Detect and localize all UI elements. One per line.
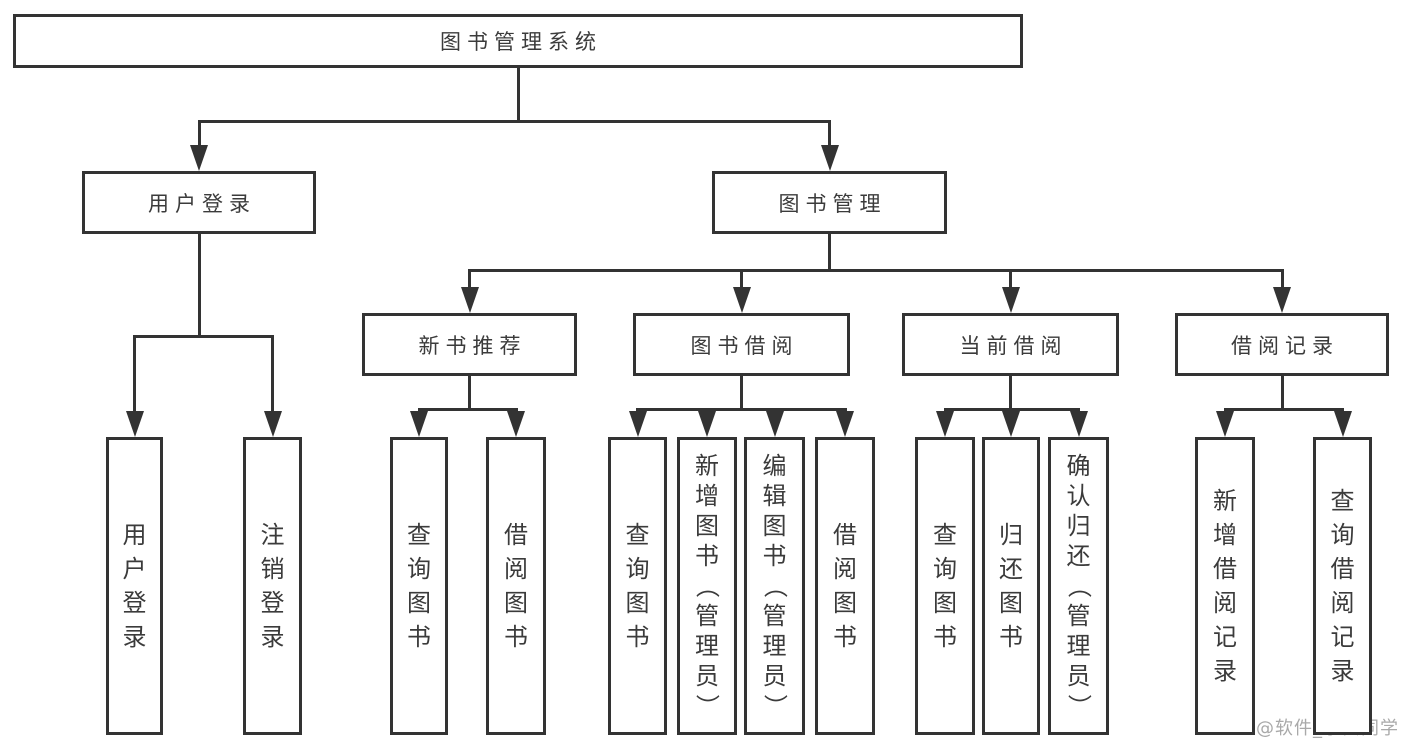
connector-line	[516, 68, 520, 123]
connector-line	[943, 408, 947, 411]
connector-line	[417, 408, 518, 411]
connector-line	[1280, 269, 1284, 287]
connector-line	[705, 408, 709, 411]
node-leaf-add-record: 新增借阅记录	[1195, 437, 1255, 735]
arrowhead-down-icon	[1001, 287, 1020, 313]
node-leaf-query-record: 查询借阅记录	[1313, 437, 1372, 735]
node-leaf-query-book-2: 查询图书	[608, 437, 667, 735]
connector-line	[133, 335, 274, 338]
arrowhead-down-icon	[1069, 411, 1088, 437]
arrowhead-down-icon	[125, 411, 144, 437]
node-label: 编辑图书（管理员）	[760, 452, 789, 718]
node-label: 归还图书	[999, 521, 1023, 651]
arrowhead-down-icon	[1002, 411, 1020, 437]
node-leaf-query-book-3: 查询图书	[915, 437, 975, 735]
node-label: 当前借阅	[959, 333, 1068, 358]
connector-line	[1077, 408, 1080, 411]
connector-line	[1009, 408, 1013, 411]
connector-line	[197, 120, 831, 123]
node-leaf-query-book-1: 查询图书	[390, 437, 448, 735]
node-borrow-records: 借阅记录	[1175, 313, 1389, 376]
node-user-login: 用户登录	[82, 171, 316, 234]
node-root: 图书管理系统	[13, 14, 1023, 68]
connector-line	[636, 408, 639, 411]
connector-line	[468, 269, 471, 287]
arrowhead-down-icon	[1273, 287, 1291, 313]
connector-line	[1341, 408, 1344, 411]
arrowhead-down-icon	[698, 411, 716, 437]
node-label: 新书推荐	[418, 333, 527, 358]
node-leaf-edit-book: 编辑图书（管理员）	[744, 437, 805, 735]
arrowhead-down-icon	[507, 411, 525, 437]
node-label: 确认归还（管理员）	[1064, 452, 1093, 718]
node-label: 注销登录	[260, 521, 285, 651]
connector-line	[636, 408, 847, 411]
connector-line	[740, 269, 743, 287]
arrowhead-down-icon	[410, 411, 428, 437]
connector-line	[417, 408, 421, 411]
node-leaf-user-login: 用户登录	[106, 437, 163, 735]
node-label: 查询图书	[933, 521, 957, 651]
connector-line	[514, 408, 518, 411]
arrowhead-down-icon	[732, 287, 751, 313]
connector-line	[197, 120, 201, 145]
connector-line	[468, 376, 471, 411]
arrowhead-down-icon	[765, 411, 784, 437]
connector-line	[1280, 376, 1284, 411]
node-label: 借阅图书	[833, 521, 857, 651]
node-label: 查询图书	[625, 521, 650, 651]
node-label: 新增图书（管理员）	[693, 452, 721, 718]
arrowhead-down-icon	[820, 145, 839, 171]
connector-line	[1223, 408, 1344, 411]
arrowhead-down-icon	[460, 287, 479, 313]
node-label: 用户登录	[148, 191, 256, 216]
node-leaf-borrow-book-2: 借阅图书	[815, 437, 875, 735]
node-label: 图书借阅	[690, 333, 799, 358]
arrowhead-down-icon	[263, 411, 282, 437]
node-leaf-borrow-book-1: 借阅图书	[486, 437, 546, 735]
node-new-book-rec: 新书推荐	[362, 313, 577, 376]
node-book-mgmt: 图书管理	[712, 171, 947, 234]
node-current-borrow: 当前借阅	[902, 313, 1119, 376]
arrowhead-down-icon	[190, 145, 208, 171]
connector-line	[197, 234, 201, 338]
connector-line	[1009, 269, 1012, 287]
arrowhead-down-icon	[628, 411, 647, 437]
node-label: 借阅记录	[1231, 333, 1339, 358]
connector-line	[828, 120, 831, 145]
connector-line	[133, 335, 136, 411]
node-label: 用户登录	[122, 521, 147, 651]
connector-line	[828, 234, 831, 272]
node-book-borrow: 图书借阅	[633, 313, 850, 376]
connector-line	[773, 408, 776, 411]
node-leaf-add-book: 新增图书（管理员）	[677, 437, 737, 735]
arrowhead-down-icon	[936, 411, 954, 437]
node-label: 新增借阅记录	[1213, 487, 1237, 685]
node-label: 查询借阅记录	[1330, 487, 1355, 685]
node-label: 图书管理系统	[440, 30, 602, 54]
node-leaf-confirm-return: 确认归还（管理员）	[1048, 437, 1109, 735]
connector-line	[271, 335, 274, 411]
node-leaf-return-book: 归还图书	[982, 437, 1040, 735]
arrowhead-down-icon	[1333, 411, 1352, 437]
connector-line	[740, 376, 743, 411]
arrowhead-down-icon	[836, 411, 854, 437]
node-leaf-logout: 注销登录	[243, 437, 302, 735]
connector-line	[843, 408, 847, 411]
node-label: 借阅图书	[504, 521, 528, 651]
connector-line	[468, 269, 1284, 272]
node-label: 查询图书	[407, 521, 431, 651]
node-label: 图书管理	[778, 191, 887, 216]
arrowhead-down-icon	[1216, 411, 1234, 437]
connector-line	[1009, 376, 1012, 411]
connector-line	[1223, 408, 1227, 411]
